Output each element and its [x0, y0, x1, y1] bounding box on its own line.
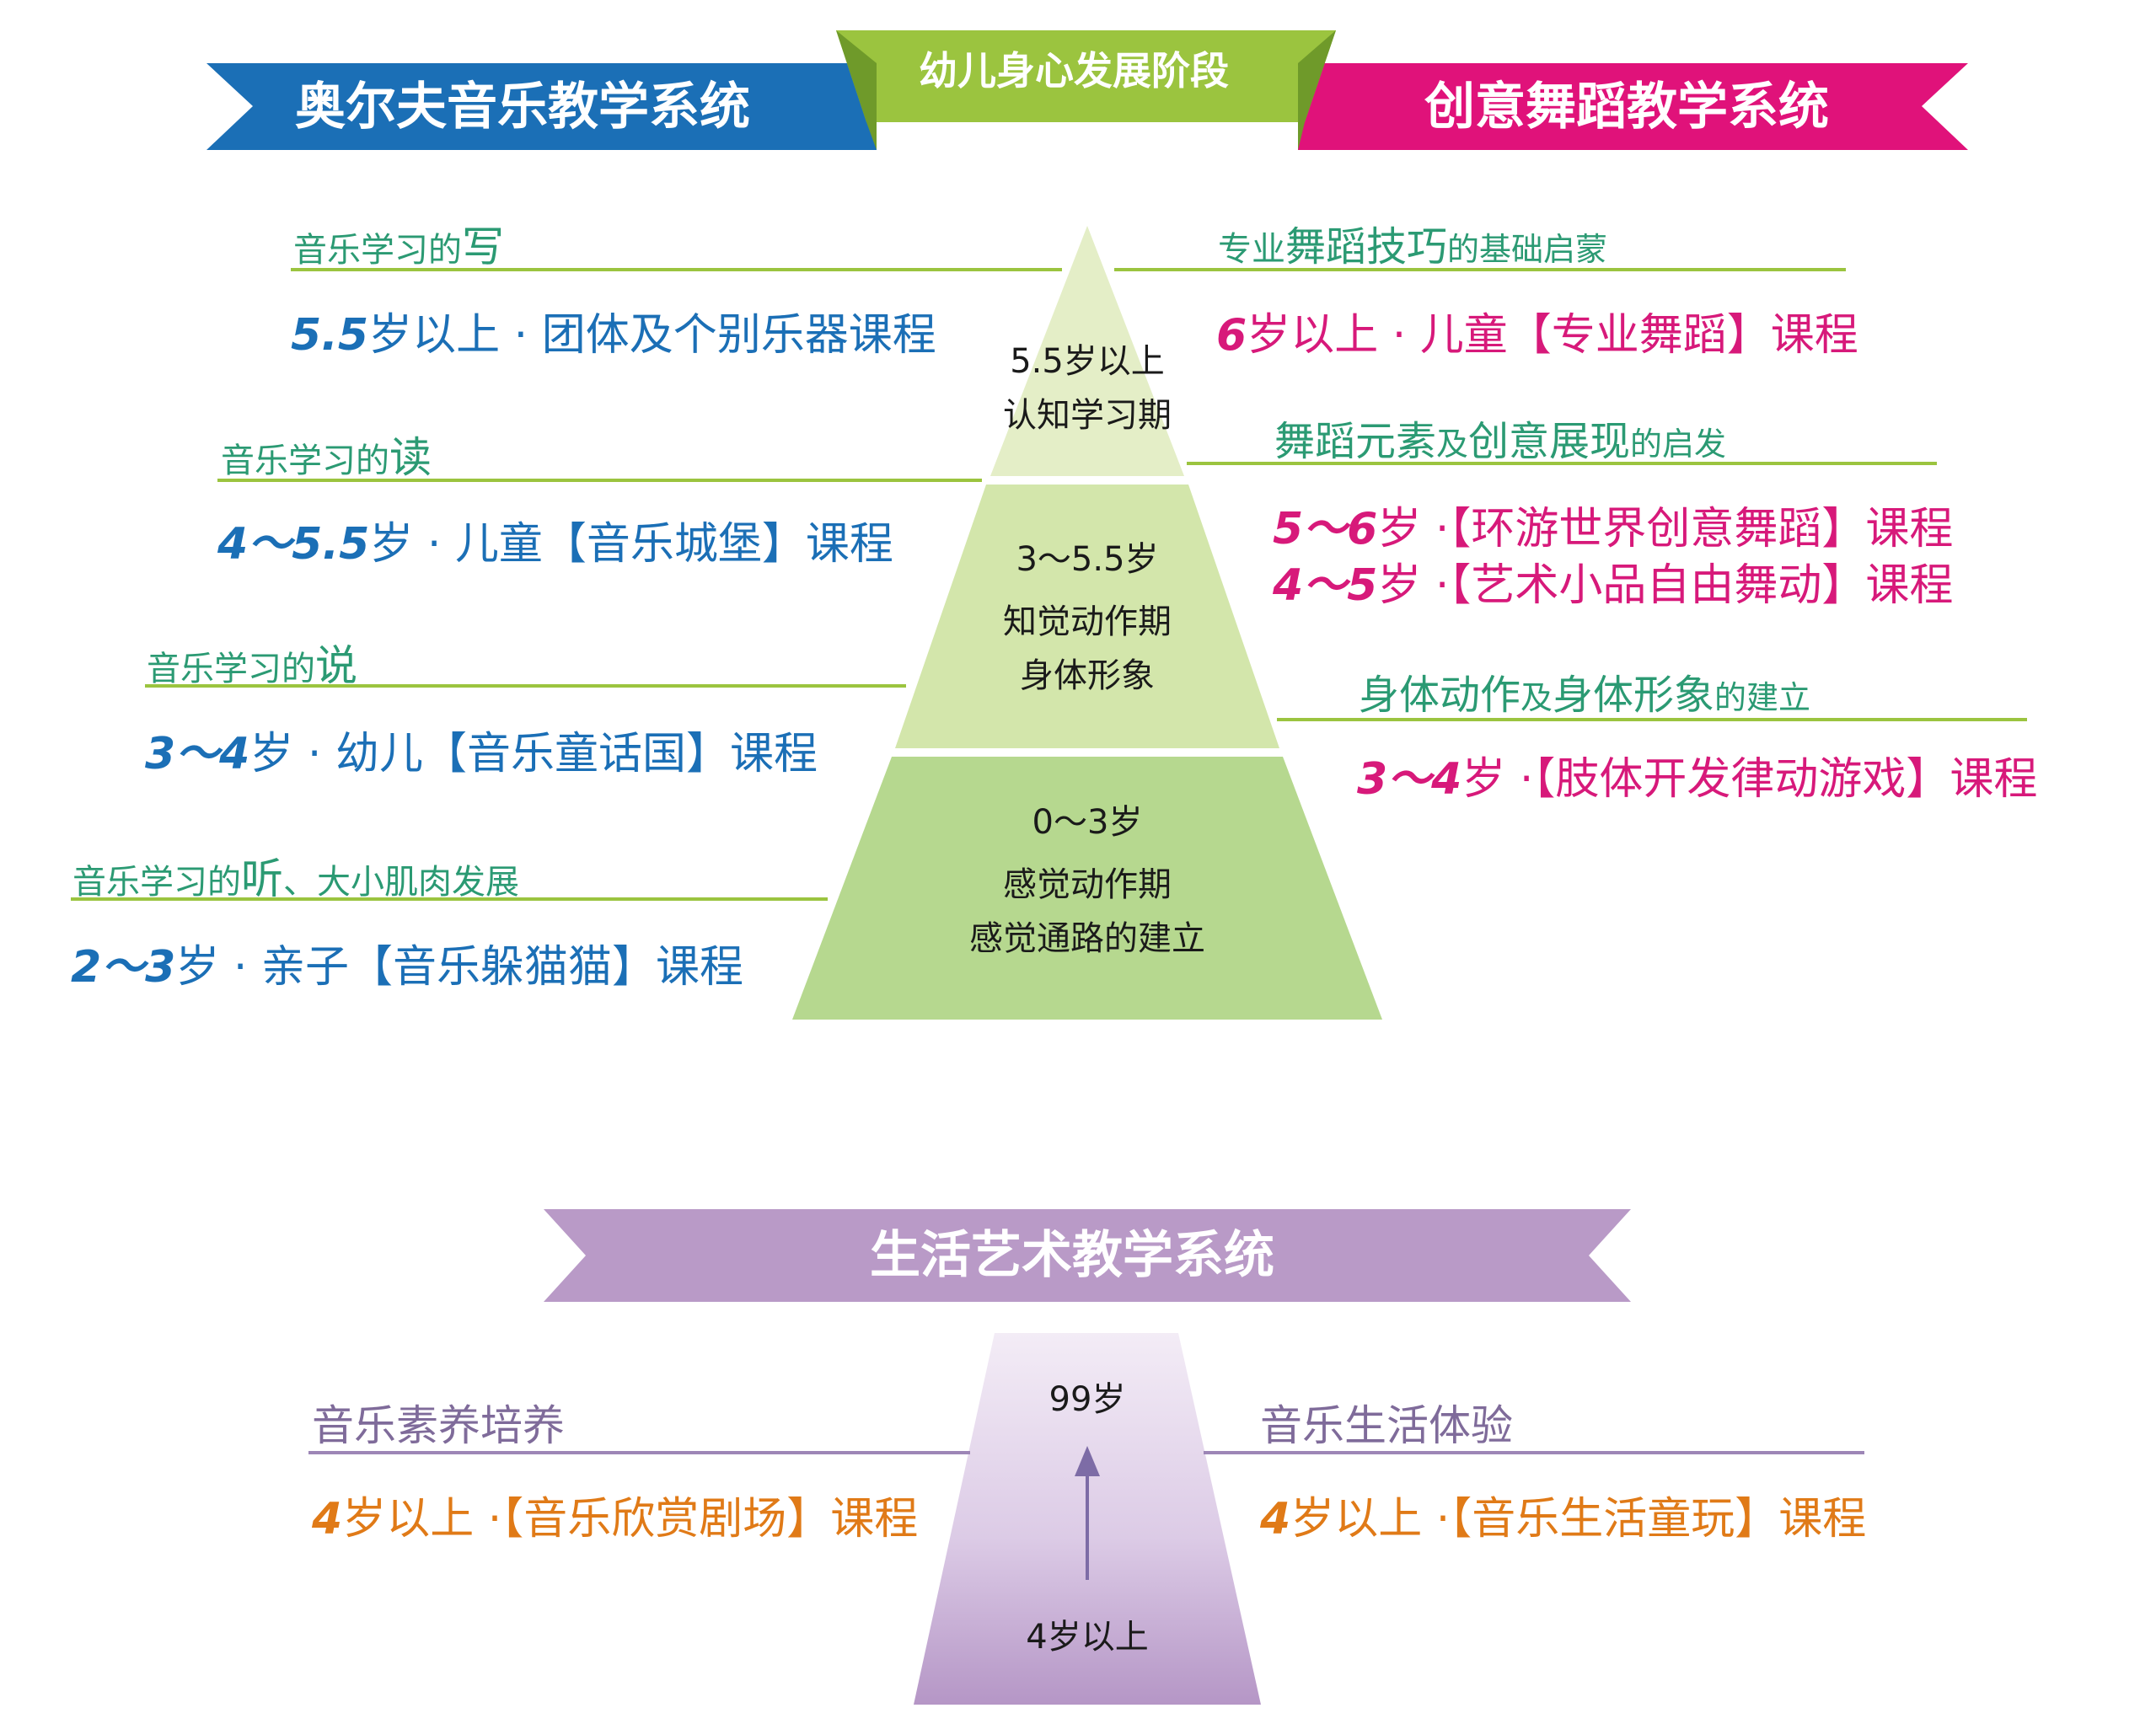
pyramid-bottom-age: 0～3岁 [1032, 803, 1143, 842]
orff-banner-title: 奥尔夫音乐教学系统 [295, 78, 750, 137]
pyramid-middle-stage: 知觉动作期 [1003, 602, 1172, 641]
pyramid-bottom-label: 0～3岁 感觉动作期 感觉通路的建立 [877, 795, 1298, 966]
rule-right-2 [1187, 462, 1937, 465]
pyramid-middle-tier [895, 485, 1279, 748]
left-course-write: 5.5岁以上 · 团体及个别乐器课程 [291, 310, 936, 361]
life-left-course: 4岁以上 ·【音乐欣赏剧场】课程 [312, 1494, 919, 1545]
pyramid-bottom-desc: 感觉通路的建立 [969, 919, 1205, 958]
right-heading-technique: 专业舞蹈技巧的基础启蒙 [1218, 223, 1608, 270]
pyramid-top-tier [990, 226, 1184, 476]
life-right-course: 4岁以上 ·【音乐生活童玩】课程 [1260, 1494, 1867, 1545]
age-arrow-head [1075, 1446, 1100, 1476]
pyramid-top-age: 5.5岁以上 [1010, 342, 1165, 381]
left-heading-speak: 音乐学习的说 [147, 641, 357, 690]
rule-left-1 [291, 268, 1062, 271]
trapezoid-top-age: 99岁 [1049, 1380, 1126, 1419]
rule-left-2 [217, 479, 982, 482]
left-heading-write: 音乐学习的写 [293, 222, 504, 271]
pyramid-top-stage: 认知学习期 [1003, 396, 1172, 435]
stage-banner-title: 幼儿身心发展阶段 [919, 48, 1229, 94]
dance-banner-shape [1298, 63, 1968, 150]
life-left-heading: 音乐素养培养 [312, 1401, 565, 1450]
pyramid-middle-age: 3～5.5岁 [1016, 540, 1159, 579]
stage-banner-shape [836, 30, 1336, 122]
rule-left-4 [71, 897, 828, 901]
left-heading-read: 音乐学习的读 [221, 433, 432, 482]
rule-purple-left [308, 1451, 970, 1454]
right-heading-body: 身体动作及身体形象的建立 [1359, 672, 1811, 719]
orff-banner-shape [206, 63, 877, 150]
left-course-speak: 3～4岁 · 幼儿【音乐童话国】课程 [145, 729, 818, 779]
right-course-rhythm-game: 3～4岁 ·【肢体开发律动游戏】课程 [1357, 754, 2038, 805]
rule-left-3 [145, 684, 906, 688]
right-course-world-dance: 5～6岁 ·【环游世界创意舞蹈】课程 [1273, 504, 1954, 554]
stage-banner-fold-left [836, 30, 877, 150]
rule-purple-right [1204, 1451, 1864, 1454]
right-heading-elements: 舞蹈元素及创意展现的启发 [1274, 418, 1727, 465]
pyramid-middle-desc: 身体形象 [1020, 656, 1155, 695]
pyramid-bottom-stage: 感觉动作期 [1003, 865, 1172, 904]
life-art-banner-shape [544, 1209, 1631, 1302]
pyramid-bottom-tier [792, 757, 1382, 1020]
pyramid-top-label: 5.5岁以上 认知学习期 [961, 335, 1214, 442]
right-course-professional: 6岁以上 · 儿童【专业舞蹈】课程 [1216, 310, 1858, 361]
stage-banner-fold-right [1298, 30, 1336, 150]
left-heading-listen: 音乐学习的听、大小肌肉发展 [72, 854, 519, 903]
left-course-listen: 2～3岁 · 亲子【音乐躲猫猫】课程 [71, 942, 743, 993]
life-art-banner-title: 生活艺术教学系统 [870, 1226, 1274, 1285]
life-right-heading: 音乐生活体验 [1260, 1401, 1513, 1450]
rule-right-3 [1277, 718, 2027, 721]
left-course-read: 4～5.5岁 · 儿童【音乐城堡】课程 [217, 519, 893, 570]
rule-right-1 [1114, 268, 1846, 271]
trapezoid-bottom-age: 4岁以上 [1026, 1618, 1149, 1657]
right-course-free-dance: 4～5岁 ·【艺术小品自由舞动】课程 [1273, 560, 1954, 611]
pyramid-middle-label: 3～5.5岁 知觉动作期 身体形象 [919, 533, 1256, 703]
dance-banner-title: 创意舞蹈教学系统 [1424, 78, 1829, 137]
